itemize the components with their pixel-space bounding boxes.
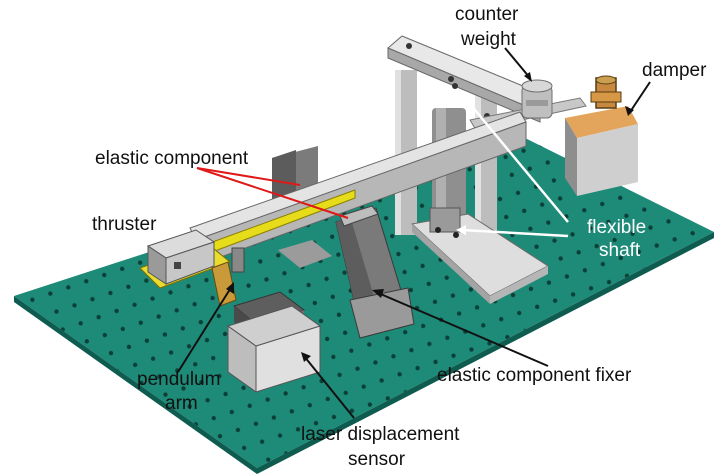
laser-sensor-leader	[303, 355, 355, 419]
thruster	[139, 229, 231, 289]
pendulum-arm	[211, 247, 245, 307]
flexible-shaft-leader-2	[461, 228, 569, 238]
counter-weight-leader	[504, 47, 531, 79]
laser-displacement-sensor	[226, 291, 322, 393]
pendulum-arm-label: pendulum	[137, 369, 220, 390]
elastic-component-fixer	[335, 205, 415, 339]
pendulum-arm-arrowhead	[226, 282, 234, 294]
elastic-leader-1	[196, 167, 301, 186]
counter-weight-label: counter	[455, 4, 519, 25]
fixer-leader	[375, 291, 549, 367]
column-base	[410, 207, 549, 304]
flexible-shaft-label-line2: shaft	[599, 240, 641, 261]
flexible-shaft-arrowhead-2	[456, 225, 466, 235]
elastic-leader-2	[196, 167, 349, 219]
damper-arrowhead	[625, 106, 634, 116]
top-beam	[387, 35, 553, 123]
flexible-shaft-arrowhead-1	[457, 88, 468, 99]
damper	[565, 75, 638, 196]
damper-leader	[629, 81, 651, 113]
leader-lines	[177, 47, 651, 419]
flexible-shaft-leader-1	[459, 91, 569, 223]
elastic-component-fixer-label: elastic component fixer	[437, 365, 632, 386]
pendulum-arm-label-line2: arm	[165, 393, 198, 414]
thruster-label: thruster	[92, 214, 157, 235]
fixer-arrowhead	[372, 289, 384, 298]
laser-sensor-arrowhead	[301, 352, 311, 362]
counter-weight-arrowhead	[524, 72, 532, 82]
laser-sensor-label: laser displacement	[301, 424, 460, 445]
damper-label: damper	[642, 60, 707, 81]
flexible-shaft-label: flexible	[587, 217, 646, 238]
horizontal-arm	[189, 111, 527, 267]
laser-sensor-label-line2: sensor	[348, 449, 406, 470]
labels: counter weight damper elastic component …	[92, 4, 707, 470]
pendulum-arm-leader	[177, 285, 233, 373]
elastic-component-label: elastic component	[95, 148, 249, 169]
counter-weight-label-line2: weight	[460, 29, 517, 50]
